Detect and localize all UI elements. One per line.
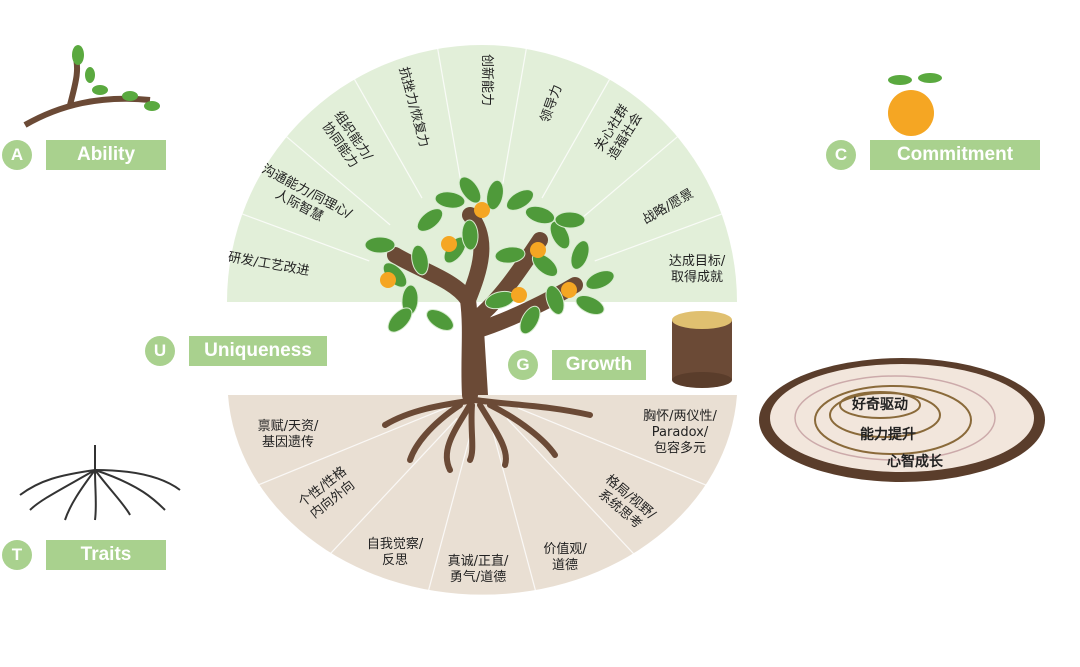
segment-divider bbox=[490, 424, 540, 603]
segment-line: 包容多元 bbox=[654, 440, 706, 456]
segment-divider bbox=[286, 136, 391, 226]
badge-commitment: C Commitment bbox=[826, 140, 1040, 170]
segment-line: Paradox/ bbox=[652, 425, 709, 440]
segment-line: 胸怀/两仪性/ bbox=[643, 409, 717, 424]
leaf-icon bbox=[411, 244, 429, 276]
fruit-icon bbox=[474, 202, 490, 218]
badge-label: Commitment bbox=[870, 140, 1040, 170]
tree-icon bbox=[364, 176, 615, 473]
segment-line: 禀赋/天资/ bbox=[258, 418, 319, 434]
badge-ability: A Ability bbox=[2, 140, 166, 170]
leaf-icon bbox=[505, 189, 535, 211]
segment-line: 勇气/道德 bbox=[450, 569, 506, 585]
segment-line: 创新能力 bbox=[479, 54, 495, 106]
fruit-icon bbox=[380, 272, 396, 288]
fruit-icon bbox=[441, 236, 457, 252]
leaf-icon bbox=[364, 236, 396, 254]
badge-label: Uniqueness bbox=[189, 336, 327, 366]
ring-label-mind: 心智成长 bbox=[887, 453, 944, 470]
orange-icon bbox=[888, 73, 942, 136]
segment-line: 自我觉察/ bbox=[367, 537, 424, 552]
leaf-icon bbox=[570, 240, 590, 270]
roots-icon bbox=[382, 397, 593, 473]
segment-line: 反思 bbox=[382, 553, 408, 568]
segment-divider bbox=[594, 213, 722, 262]
segment-divider bbox=[517, 407, 712, 488]
leaf-icon bbox=[387, 307, 413, 333]
top-segment-label: 创新能力 bbox=[479, 54, 495, 106]
fruit-icon bbox=[511, 287, 527, 303]
ring-label-ability: 能力提升 bbox=[860, 426, 916, 443]
badge-letter: A bbox=[2, 140, 32, 170]
segment-divider bbox=[573, 136, 678, 226]
leaf-icon bbox=[524, 205, 556, 225]
segment-line: 道德 bbox=[552, 558, 578, 573]
bottom-segment-label: 禀赋/天资/基因遗传 bbox=[258, 418, 319, 450]
bottom-segment-label: 真诚/正直/勇气/道德 bbox=[448, 554, 509, 585]
leaf-icon bbox=[549, 220, 571, 250]
leaf-icon bbox=[545, 285, 565, 315]
leaf-icon bbox=[416, 208, 444, 232]
badge-label: Ability bbox=[46, 140, 166, 170]
bottom-segment-label: 自我觉察/反思 bbox=[367, 537, 424, 568]
bottom-segment-label: 价值观/道德 bbox=[543, 541, 587, 573]
tree-stump-icon bbox=[672, 311, 732, 388]
leaf-icon bbox=[434, 191, 466, 209]
badge-letter: T bbox=[2, 540, 32, 570]
leaf-icon bbox=[486, 179, 504, 211]
segment-line: 真诚/正直/ bbox=[448, 554, 509, 569]
badge-uniqueness: U Uniqueness bbox=[145, 336, 327, 366]
fruit-icon bbox=[561, 282, 577, 298]
fruit-icon bbox=[530, 242, 546, 258]
segment-divider bbox=[502, 48, 527, 184]
badge-letter: U bbox=[145, 336, 175, 366]
segment-line: 达成目标/ bbox=[669, 254, 726, 269]
abilities-half-circle bbox=[227, 45, 737, 302]
leaf-icon bbox=[458, 176, 482, 204]
leaf-icon bbox=[575, 294, 605, 316]
segment-divider bbox=[424, 424, 474, 603]
segment-line: 取得成就 bbox=[671, 269, 723, 285]
segment-divider bbox=[242, 213, 370, 262]
badge-letter: G bbox=[508, 350, 538, 380]
segment-divider bbox=[541, 79, 611, 199]
leaf-icon bbox=[426, 309, 454, 331]
branch-icon bbox=[23, 45, 160, 128]
leaf-icon bbox=[461, 219, 479, 251]
badge-label: Growth bbox=[552, 350, 646, 380]
roots-illustration-icon bbox=[19, 445, 181, 521]
badge-letter: C bbox=[826, 140, 856, 170]
segment-divider bbox=[437, 48, 462, 184]
segment-divider bbox=[506, 418, 642, 562]
segment-divider bbox=[353, 79, 423, 199]
badge-growth: G Growth bbox=[508, 350, 646, 380]
segment-divider bbox=[252, 407, 447, 488]
leaf-icon bbox=[554, 211, 586, 229]
segment-line: 价值观/ bbox=[543, 541, 587, 557]
ring-label-curiosity: 好奇驱动 bbox=[851, 396, 908, 413]
tree-rings-icon bbox=[759, 358, 1045, 482]
top-segment-label: 达成目标/取得成就 bbox=[669, 254, 726, 285]
segment-line: 基因遗传 bbox=[262, 435, 314, 450]
segment-divider bbox=[322, 418, 458, 562]
bottom-segment-label: 胸怀/两仪性/Paradox/包容多元 bbox=[643, 409, 717, 456]
leaf-icon bbox=[519, 305, 541, 335]
leaf-icon bbox=[585, 270, 615, 290]
leaf-icon bbox=[494, 246, 526, 264]
badge-label: Traits bbox=[46, 540, 166, 570]
badge-traits: T Traits bbox=[2, 540, 166, 570]
